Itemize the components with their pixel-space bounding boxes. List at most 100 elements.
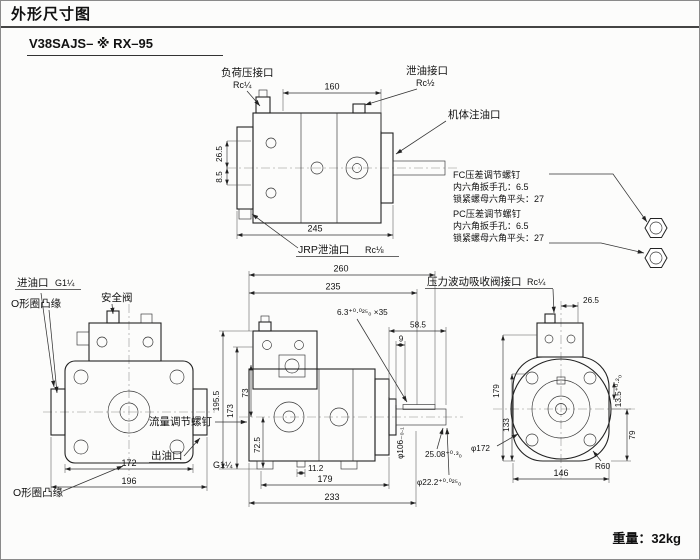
flow-screw-label: 流量调节螺钉 [149, 415, 212, 428]
load-pressure-port-label: 负荷压接口 [221, 66, 274, 79]
pc-screw-line2: 内六角扳手孔：6.5 [453, 220, 529, 231]
key-spec-label: 6.3⁺⁰·⁰²⁵₀ ×35 [337, 308, 388, 317]
drain-port-label: 泄油接口 [406, 64, 448, 77]
dim-160-label: 160 [324, 82, 339, 92]
dim-73: 73 [241, 365, 253, 417]
left-view: 172 196 进油口 G1¼ O形圈凸缘 安全阀 [11, 276, 247, 499]
dim-196: 196 [50, 437, 208, 491]
dim-79-label: 79 [628, 430, 637, 440]
dim-9-label: 9 [399, 335, 404, 344]
dim-179-bottom: 179 [260, 457, 390, 489]
dim-11-2-label: 11.2 [308, 464, 324, 473]
dim-73-label: 73 [241, 388, 250, 398]
safety-valve-label: 安全阀 [101, 291, 133, 304]
dim-196-label: 196 [121, 476, 136, 486]
pc-screw-line3: 锁紧螺母六角平头：27 [453, 232, 544, 243]
dim-160: 160 [282, 82, 382, 131]
dim-235: 235 [249, 282, 418, 405]
fc-screw-line3: 锁紧螺母六角平头：27 [453, 193, 544, 204]
dim-13-5: 13.5⁺⁰·²₀ [612, 375, 623, 407]
right-view: 压力波动吸收阀接口 Rc¼ 26.5 179 133 [425, 275, 637, 483]
surge-port-label: 压力波动吸收阀接口 [427, 275, 522, 288]
page-title: 外形尺寸图 [11, 6, 92, 23]
dim-235-label: 235 [325, 282, 340, 292]
inlet-port-size: G1¼ [55, 278, 75, 288]
title-bar: 外形尺寸图 [1, 1, 699, 28]
dim-233: 233 [248, 431, 417, 507]
dim-133-label: 133 [502, 418, 511, 432]
dim-26-5-top-label: 26.5 [215, 146, 224, 162]
pilot-dia-label: φ106₋₀.₁ [396, 427, 405, 459]
dim-9: 9 [395, 335, 406, 405]
dim-245: 245 [236, 205, 394, 239]
dim-195-5-label: 195.5 [212, 390, 221, 411]
dim-146-label: 146 [553, 468, 568, 478]
callout-oring-flange-top: O形圈凸缘 [11, 297, 62, 394]
dim-146: 146 [512, 463, 610, 483]
dim-172-label: 172 [121, 458, 136, 468]
dim-pilot-dia: φ106₋₀.₁ [396, 427, 405, 459]
fc-screw-line2: 内六角扳手孔：6.5 [453, 181, 529, 192]
load-pressure-port-size: Rc¼ [233, 80, 252, 90]
dim-flange-dia: φ172 [471, 433, 519, 453]
shaft-flat-label: 25.08⁺⁰·³₀ [425, 450, 462, 459]
callout-safety-valve: 安全阀 [101, 291, 133, 315]
hex-screw-pc [644, 248, 668, 268]
dim-shaft-dia: φ22.2⁺⁰·⁰²⁵₀ [417, 427, 461, 487]
dim-72-5-label: 72.5 [253, 437, 262, 453]
callout-load-pressure-port: 负荷压接口 Rc¼ [221, 66, 274, 107]
jrp-port-label: JRP泄油口 [298, 243, 349, 256]
fc-screw-line1: FC压差调节螺钉 [453, 169, 520, 180]
dim-58-5: 58.5 [388, 321, 447, 405]
callout-surge-port: 压力波动吸收阀接口 Rc¼ [425, 275, 556, 314]
outlet-port-label: 出油口 [151, 449, 183, 462]
callout-flow-screw: 流量调节螺钉 [149, 415, 247, 428]
callout-inlet-port: 进油口 G1¼ [15, 276, 81, 388]
dim-233-label: 233 [324, 492, 339, 502]
center-view: 260 235 58.5 9 [212, 264, 463, 507]
dim-58-5-label: 58.5 [410, 321, 426, 330]
drain-port-size: Rc½ [416, 78, 435, 88]
body-fill-port-label: 机体注油口 [448, 108, 501, 121]
dim-179-right-label: 179 [492, 384, 501, 398]
fc-pc-callouts: FC压差调节螺钉 内六角扳手孔：6.5 锁紧螺母六角平头：27 PC压差调节螺钉… [453, 169, 668, 268]
dim-8-5-top-label: 8.5 [215, 171, 224, 183]
callout-drain-port: 泄油接口 Rc½ [364, 64, 448, 106]
callout-body-fill-port: 机体注油口 [395, 108, 501, 155]
oring-flange-bottom-label: O形圈凸缘 [13, 486, 64, 499]
dim-8-5-top: 8.5 [215, 168, 229, 185]
dim-11-2: 11.2 [296, 464, 324, 477]
weight-label: 重量：32kg [612, 531, 681, 546]
dim-260-label: 260 [333, 264, 348, 274]
surge-port-size: Rc¼ [527, 277, 546, 287]
model-number: V38SAJS– ※ RX–95 [27, 36, 223, 56]
dim-179-bottom-label: 179 [317, 474, 332, 484]
dim-133: 133 [502, 373, 525, 461]
dim-26-5-right: 26.5 [561, 296, 599, 323]
dim-13-5-label: 13.5⁺⁰·²₀ [614, 375, 623, 407]
dim-172: 172 [64, 458, 194, 473]
dim-72-5: 72.5 [253, 417, 265, 468]
pc-screw-line1: PC压差调节螺钉 [453, 208, 521, 219]
dim-260: 260 [248, 264, 436, 405]
callout-key-spec: 6.3⁺⁰·⁰²⁵₀ ×35 [337, 308, 408, 403]
dim-79: 79 [611, 408, 637, 462]
jrp-port-size: Rc⅛ [365, 245, 384, 255]
hex-screw-fc [644, 218, 668, 238]
flange-dia-label: φ172 [471, 444, 490, 453]
dim-195-5: 195.5 [212, 330, 257, 470]
shaft-dia-label: φ22.2⁺⁰·⁰²⁵₀ [417, 478, 461, 487]
dim-173: 173 [226, 346, 253, 469]
inlet-port-label: 进油口 [17, 276, 49, 289]
dim-26-5-top: 26.5 [215, 140, 251, 186]
callout-jrp-port: JRP泄油口 Rc⅛ [251, 213, 399, 257]
dim-245-label: 245 [307, 224, 322, 234]
dim-173-label: 173 [226, 404, 235, 418]
oring-flange-top-label: O形圈凸缘 [11, 297, 62, 310]
dim-26-5-right-label: 26.5 [583, 296, 599, 305]
dim-179-right: 179 [492, 334, 537, 462]
corner-radius-label: R60 [595, 462, 610, 471]
dim-shaft-flat: 25.08⁺⁰·³₀ [425, 427, 462, 459]
